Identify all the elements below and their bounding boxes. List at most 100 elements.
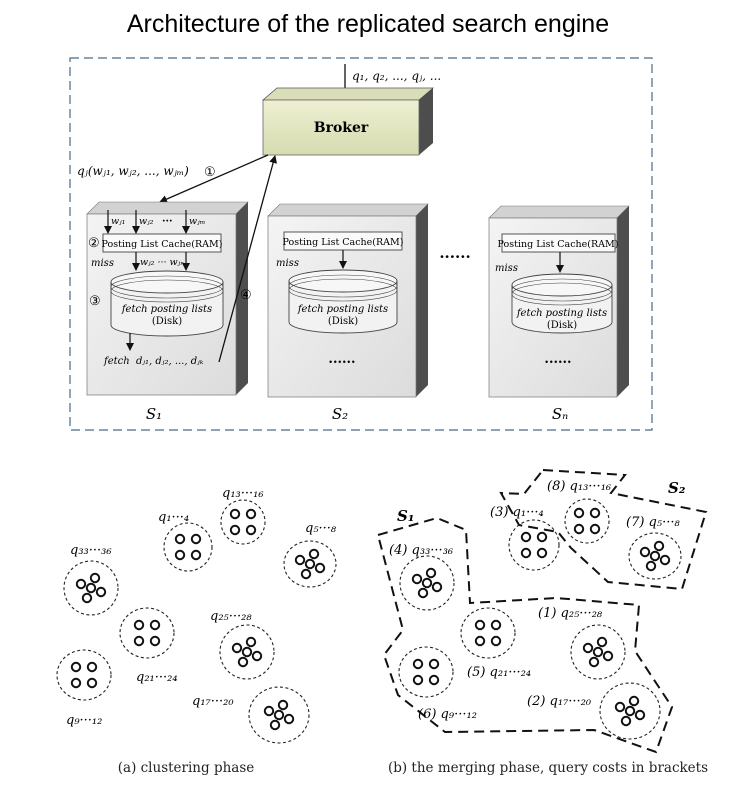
query-point bbox=[300, 568, 312, 580]
query-point bbox=[573, 523, 585, 535]
query-cluster-3: (4) q₃₃···₃₆ bbox=[389, 543, 455, 611]
query-point bbox=[190, 549, 202, 561]
query-point bbox=[490, 619, 502, 631]
continuation-sn: ...... bbox=[544, 352, 571, 367]
cluster-label: (2) q₁₇···₂₀ bbox=[527, 694, 592, 709]
s2-group-boundary bbox=[499, 468, 708, 591]
group-label-s1: S₁ bbox=[397, 507, 414, 525]
query-point bbox=[659, 554, 671, 566]
query-point bbox=[89, 572, 101, 584]
query-point bbox=[634, 709, 646, 721]
clustering-phase-panel: q₁₃···₁₆q₁···₄q₅···₈q₃₃···₃₆q₂₅···₂₈q₂₁·… bbox=[56, 486, 337, 744]
query-point bbox=[412, 658, 424, 670]
query-point bbox=[536, 531, 548, 543]
cluster-boundary bbox=[163, 522, 213, 572]
query-cluster-1: (3) q₁···₄ bbox=[490, 505, 560, 571]
query-point bbox=[283, 713, 295, 725]
cache-box-s1 bbox=[102, 233, 222, 253]
query-cluster-5: (5) q₂₁···₂₄ bbox=[460, 607, 531, 680]
query-cluster-2: (7) q₅···₈ bbox=[626, 515, 682, 580]
query-cluster-1: q₁···₄ bbox=[158, 510, 213, 572]
query-point bbox=[85, 582, 97, 594]
cluster-label: (5) q₂₁···₂₄ bbox=[467, 665, 531, 680]
cluster-boundary bbox=[628, 532, 682, 580]
query-point bbox=[428, 674, 440, 686]
query-point bbox=[628, 695, 640, 707]
query-point bbox=[520, 547, 532, 559]
query-point bbox=[174, 549, 186, 561]
cache-label-s2: Posting List Cache(RAM) bbox=[283, 237, 404, 248]
query-point bbox=[411, 573, 423, 585]
server-sn: Posting List Cache(RAM) miss fetch posti… bbox=[488, 205, 630, 398]
cluster-label: q₁₃···₁₆ bbox=[222, 486, 264, 501]
query-point bbox=[241, 646, 253, 658]
cluster-boundary bbox=[220, 499, 266, 545]
query-cluster-3: q₃₃···₃₆ bbox=[63, 543, 119, 616]
query-point bbox=[149, 635, 161, 647]
query-point bbox=[277, 699, 289, 711]
term-wm: wⱼₘ bbox=[189, 216, 206, 227]
miss-label-s1: miss bbox=[91, 258, 114, 269]
disk-line2-s2: (Disk) bbox=[328, 316, 358, 327]
cluster-boundary bbox=[398, 646, 454, 698]
cluster-label: q₁···₄ bbox=[158, 510, 189, 525]
term-dots: ··· bbox=[162, 216, 172, 227]
step4-marker: ④ bbox=[240, 288, 252, 303]
page-title: Architecture of the replicated search en… bbox=[126, 10, 610, 38]
query-point bbox=[133, 619, 145, 631]
term-w2: wⱼ₂ bbox=[139, 216, 154, 227]
query-point bbox=[490, 635, 502, 647]
cluster-label: q₉···₁₂ bbox=[66, 713, 102, 728]
query-cluster-6: (6) q₉···₁₂ bbox=[398, 646, 477, 722]
query-cluster-6: q₉···₁₂ bbox=[56, 649, 112, 728]
query-point bbox=[95, 586, 107, 598]
query-point bbox=[653, 540, 665, 552]
disk-line2-sn: (Disk) bbox=[547, 320, 577, 331]
architecture-frame bbox=[69, 57, 653, 431]
query-point bbox=[294, 554, 306, 566]
query-point bbox=[314, 562, 326, 574]
miss-label-s2: miss bbox=[276, 258, 299, 269]
cluster-boundary bbox=[63, 560, 119, 616]
query-point bbox=[245, 524, 257, 536]
step2-marker: ② bbox=[88, 236, 100, 251]
query-point bbox=[229, 524, 241, 536]
server-label-s2: S₂ bbox=[332, 405, 348, 423]
query-point bbox=[75, 578, 87, 590]
fetch-label: fetch bbox=[103, 356, 130, 367]
disk-s1 bbox=[110, 270, 224, 337]
server-label-sn: Sₙ bbox=[552, 405, 568, 423]
query-stream-label: q₁, q₂, ..., qⱼ, ... bbox=[352, 69, 441, 83]
query-terms-label: qⱼ(wⱼ₁, wⱼ₂, ..., wⱼₘ) bbox=[77, 164, 189, 178]
broker-label: Broker bbox=[314, 120, 369, 136]
query-point bbox=[86, 661, 98, 673]
cluster-label: q₂₅···₂₈ bbox=[210, 609, 252, 624]
query-point bbox=[536, 547, 548, 559]
query-point bbox=[614, 701, 626, 713]
disk-sn bbox=[511, 273, 613, 334]
cluster-label: q₁₇···₂₀ bbox=[192, 694, 234, 709]
query-cluster-0: q₁₃···₁₆ bbox=[220, 486, 266, 545]
query-point bbox=[582, 642, 594, 654]
disk-line1-s1: fetch posting lists bbox=[121, 304, 212, 315]
disk-line1-s2: fetch posting lists bbox=[297, 304, 388, 315]
query-point bbox=[269, 719, 281, 731]
query-point bbox=[149, 619, 161, 631]
query-cluster-7: (2) q₁₇···₂₀ bbox=[527, 682, 661, 740]
query-point bbox=[588, 656, 600, 668]
query-point bbox=[70, 677, 82, 689]
query-point bbox=[620, 715, 632, 727]
query-cluster-7: q₁₇···₂₀ bbox=[192, 686, 310, 744]
cluster-boundary bbox=[119, 607, 175, 659]
query-point bbox=[70, 661, 82, 673]
query-point bbox=[428, 658, 440, 670]
query-point bbox=[304, 558, 316, 570]
query-point bbox=[251, 650, 263, 662]
step1-marker: ① bbox=[204, 165, 216, 180]
query-point bbox=[589, 523, 601, 535]
query-point bbox=[237, 656, 249, 668]
query-point bbox=[649, 550, 661, 562]
cluster-boundary bbox=[56, 649, 112, 701]
query-point bbox=[229, 508, 241, 520]
